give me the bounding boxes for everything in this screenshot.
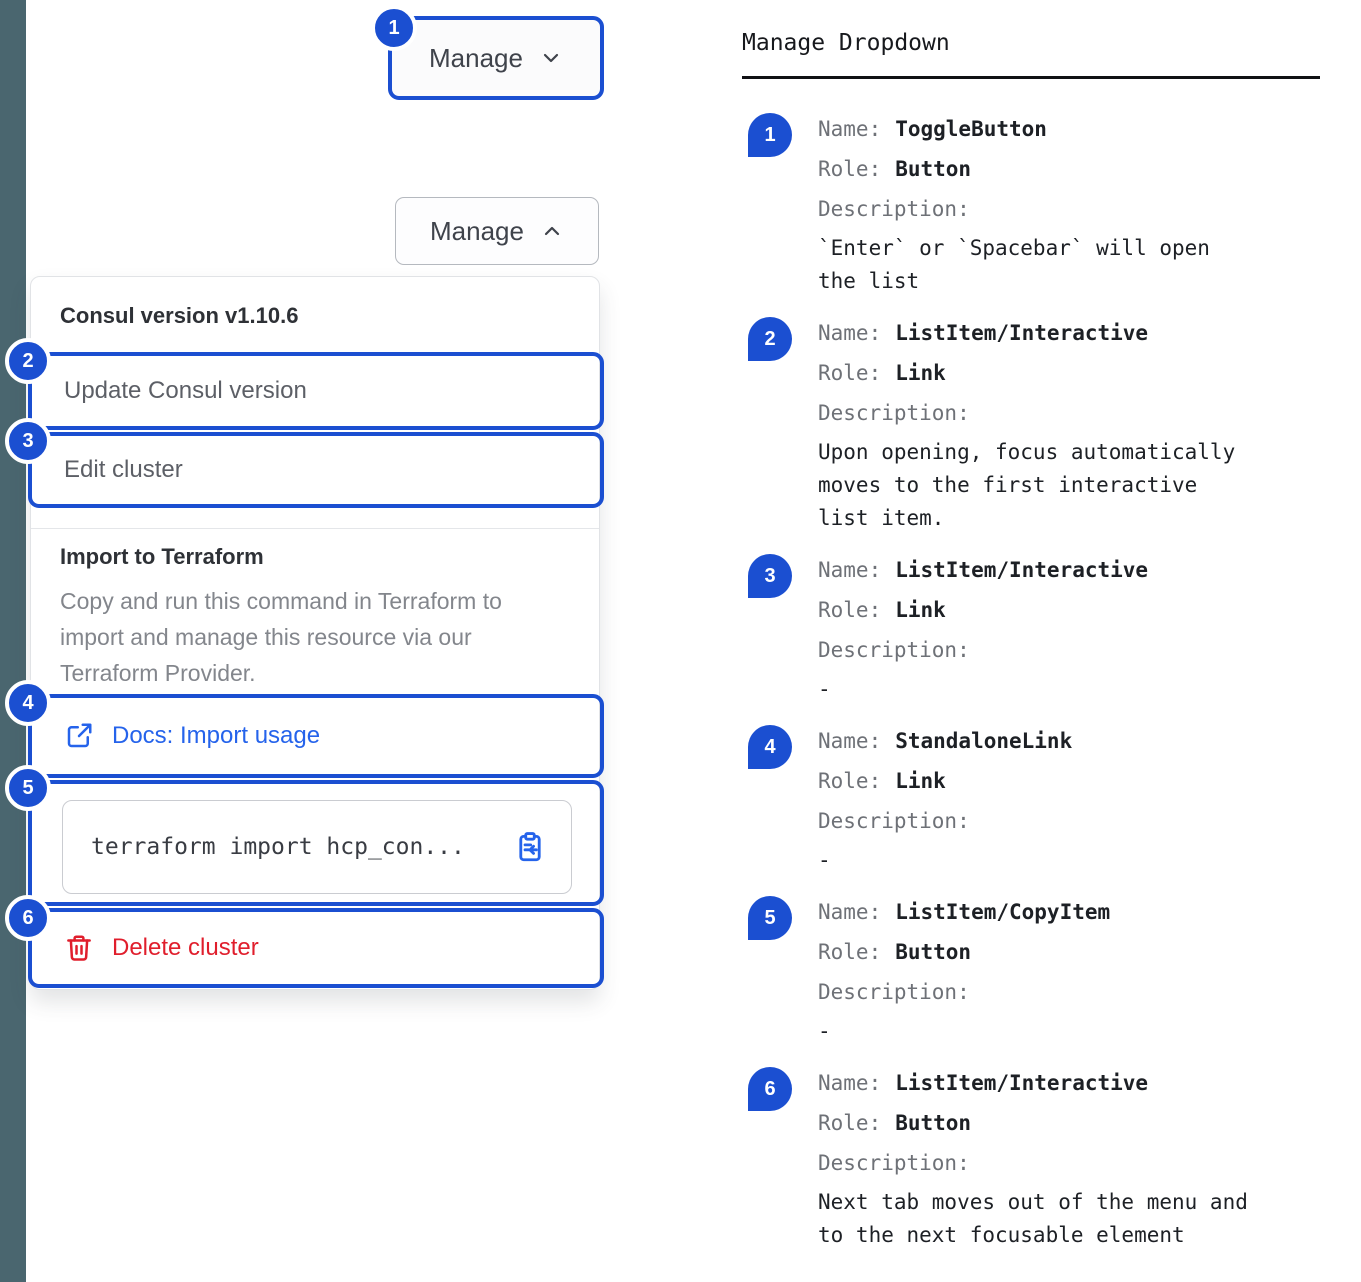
field-label-name: Name: — [818, 321, 882, 345]
field-label-description: Description: — [818, 401, 970, 425]
annotation-badge-1: 1 — [748, 113, 792, 157]
external-link-icon — [67, 723, 92, 748]
field-label-name: Name: — [818, 558, 882, 582]
field-label-role: Role: — [818, 598, 882, 622]
manage-toggle-button-open[interactable]: Manage — [395, 197, 599, 265]
field-label-description: Description: — [818, 638, 970, 662]
annotation-outline-5: terraform import hcp_con... — [28, 780, 604, 906]
terraform-import-code: terraform import hcp_con... — [91, 834, 465, 860]
annotation-badge-2: 2 — [748, 317, 792, 361]
spec-panel-title: Manage Dropdown — [742, 30, 950, 56]
field-value-role: Link — [895, 769, 946, 793]
annotation-outline-2: Update Consul version — [28, 352, 604, 430]
manage-toggle-button[interactable]: Manage — [392, 20, 600, 96]
menu-item-label: Edit cluster — [64, 456, 183, 483]
annotation-badge-5: 5 — [748, 896, 792, 940]
field-value-role: Link — [895, 361, 946, 385]
field-value-description: - — [818, 1019, 831, 1043]
menu-item-delete-cluster[interactable]: Delete cluster — [32, 912, 600, 984]
annotation-badge-5: 5 — [5, 765, 51, 811]
field-label-description: Description: — [818, 197, 970, 221]
field-label-role: Role: — [818, 361, 882, 385]
manage-toggle-label: Manage — [430, 215, 524, 246]
field-value-role: Button — [895, 1111, 972, 1135]
field-value-name: ListItem/Interactive — [895, 321, 1149, 345]
annotation-badge-4: 4 — [748, 725, 792, 769]
docs-link-label: Docs: Import usage — [112, 722, 321, 749]
manage-toggle-label: Manage — [429, 42, 523, 73]
field-label-name: Name: — [818, 729, 882, 753]
annotation-badge-4: 4 — [5, 680, 51, 726]
field-value-name: ListItem/Interactive — [895, 558, 1149, 582]
spec-item-4: 4 Name: StandaloneLink Role: Link Descript… — [742, 721, 1336, 877]
field-label-role: Role: — [818, 157, 882, 181]
field-label-role: Role: — [818, 769, 882, 793]
field-label-description: Description: — [818, 809, 970, 833]
field-value-name: StandaloneLink — [895, 729, 1073, 753]
docs-import-usage-link[interactable]: Docs: Import usage — [32, 698, 600, 774]
field-label-name: Name: — [818, 117, 882, 141]
annotation-badge-6: 6 — [748, 1067, 792, 1111]
menu-item-label: Update Consul version — [64, 377, 307, 404]
chevron-up-icon — [544, 226, 560, 236]
spec-item-2: 2 Name: ListItem/Interactive Role: Link De… — [742, 313, 1336, 535]
spec-item-6: 6 Name:ListItem/Interactive Role:Button … — [742, 1063, 1336, 1252]
chevron-down-icon — [543, 53, 559, 63]
terraform-import-copy-field[interactable]: terraform import hcp_con... — [62, 800, 572, 894]
field-value-description: - — [818, 848, 831, 872]
trash-icon — [67, 935, 91, 961]
field-value-role: Link — [895, 598, 946, 622]
import-section-description: Copy and run this command in Terraform t… — [60, 588, 502, 686]
delete-cluster-label: Delete cluster — [112, 934, 259, 961]
field-value-name: ListItem/CopyItem — [895, 900, 1111, 924]
annotation-badge-2: 2 — [5, 338, 51, 384]
field-label-name: Name: — [818, 1071, 882, 1095]
spec-item-5: 5 Name: ListItem/CopyItem Role: Button Des… — [742, 892, 1336, 1048]
field-label-role: Role: — [818, 940, 882, 964]
spec-panel-divider — [742, 76, 1320, 79]
annotation-badge-3: 3 — [748, 554, 792, 598]
annotation-badge-6: 6 — [5, 895, 51, 941]
annotation-outline-6: Delete cluster — [28, 908, 604, 988]
annotation-badge-3: 3 — [5, 418, 51, 464]
annotation-outline-1: Manage — [388, 16, 604, 100]
field-label-role: Role: — [818, 1111, 882, 1135]
dropdown-divider — [31, 528, 599, 529]
field-value-name: ListItem/Interactive — [895, 1071, 1149, 1095]
field-label-description: Description: — [818, 980, 970, 1004]
field-label-description: Description: — [818, 1151, 970, 1175]
menu-item-update-consul-version[interactable]: Update Consul version — [32, 356, 600, 426]
left-sidebar-stripe — [0, 0, 26, 1282]
field-value-description: Upon opening, focus automatically moves … — [818, 440, 1236, 530]
field-label-name: Name: — [818, 900, 882, 924]
annotation-badge-1: 1 — [371, 5, 417, 51]
spec-item-3: 3 Name: ListItem/Interactive Role: Link De… — [742, 550, 1336, 706]
field-value-description: Next tab moves out of the menu and to th… — [818, 1190, 1248, 1247]
spec-item-1: 1 Name: ToggleButton Role: Button Descript… — [742, 109, 1336, 298]
annotation-outline-3: Edit cluster — [28, 432, 604, 508]
annotation-outline-4: Docs: Import usage — [28, 694, 604, 778]
field-value-name: ToggleButton — [895, 117, 1047, 141]
field-value-description: - — [818, 677, 831, 701]
field-value-description: `Enter` or `Spacebar` will open the list — [818, 236, 1210, 293]
menu-item-edit-cluster[interactable]: Edit cluster — [32, 436, 600, 504]
import-section-title: Import to Terraform — [60, 544, 264, 569]
field-value-role: Button — [895, 940, 972, 964]
field-value-role: Button — [895, 157, 972, 181]
clipboard-copy-icon[interactable] — [513, 830, 547, 864]
spec-panel: Manage Dropdown 1 Name: ToggleButton Role… — [742, 30, 1336, 1267]
dropdown-version-title: Consul version v1.10.6 — [60, 303, 299, 328]
